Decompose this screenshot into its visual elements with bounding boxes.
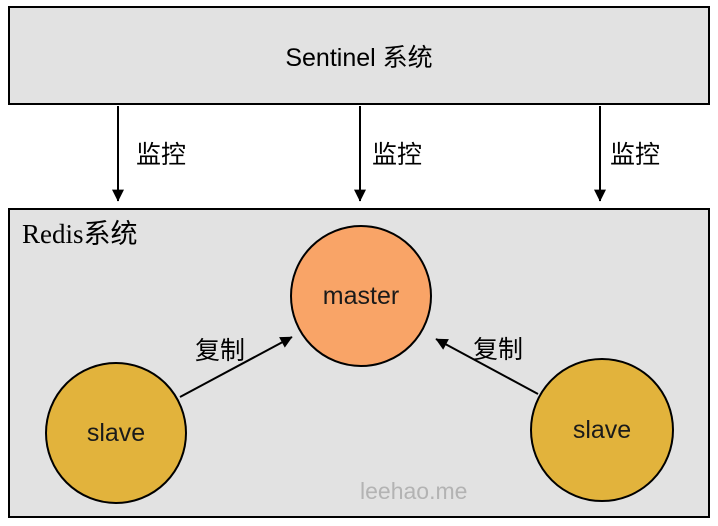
sentinel-system-box: Sentinel 系统 <box>8 6 710 105</box>
monitor-arrow-label-left: 监控 <box>136 142 187 169</box>
slave-node-right-label: slave <box>572 415 632 444</box>
replicate-arrow-label-right: 复制 <box>473 337 524 364</box>
slave-node-left-label: slave <box>86 418 146 447</box>
monitor-arrow-label-right: 监控 <box>610 142 661 169</box>
sentinel-system-label: Sentinel 系统 <box>285 43 433 72</box>
replicate-arrow-label-left: 复制 <box>195 338 246 365</box>
redis-system-label: Redis系统 <box>22 219 138 249</box>
slave-node-left: slave <box>45 362 187 504</box>
watermark-text: leehao.me <box>360 478 468 504</box>
master-node: master <box>290 225 432 367</box>
monitor-arrow-label-middle: 监控 <box>372 142 423 169</box>
slave-node-right: slave <box>530 358 674 502</box>
master-node-label: master <box>322 281 400 310</box>
